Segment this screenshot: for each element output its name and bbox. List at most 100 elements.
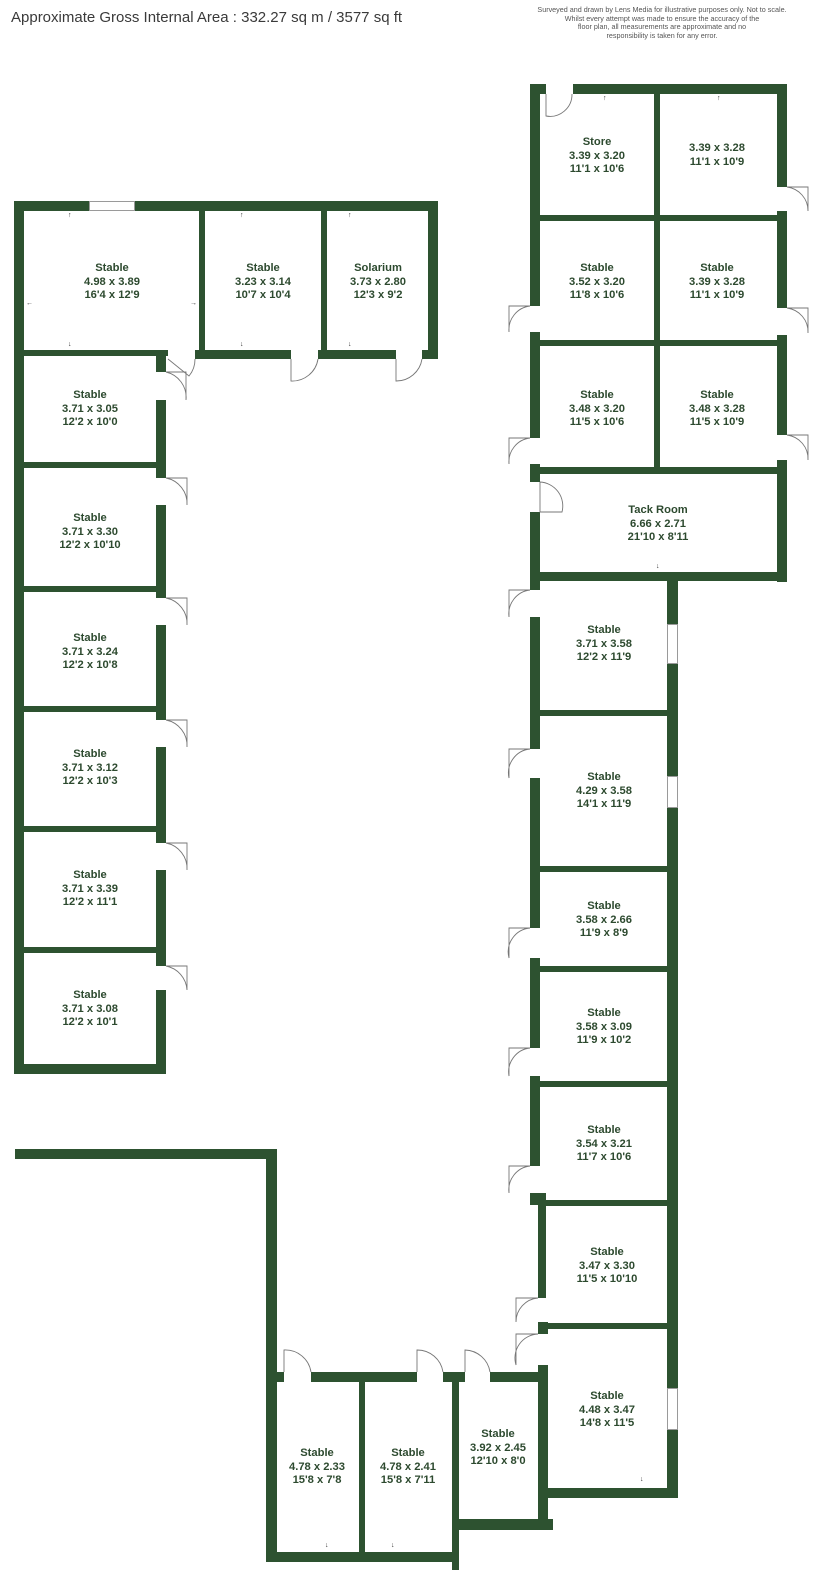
wall	[156, 990, 166, 1074]
wall	[318, 350, 396, 359]
wall	[530, 958, 540, 1048]
wall	[156, 625, 166, 720]
wall	[538, 1322, 548, 1334]
wall	[24, 947, 156, 953]
arrow-up-icon: ↑	[348, 212, 352, 219]
wall	[530, 617, 540, 749]
wall	[530, 778, 540, 928]
arrow-down-icon: ↓	[325, 1542, 329, 1549]
wall	[546, 1488, 678, 1498]
wall	[15, 1149, 277, 1159]
arrow-left-icon: ←	[26, 300, 33, 307]
wall	[359, 1382, 365, 1560]
wall	[156, 870, 166, 966]
window	[667, 624, 678, 664]
wall	[530, 512, 540, 590]
wall	[777, 211, 787, 308]
wall	[266, 1149, 277, 1560]
wall	[777, 460, 787, 582]
wall	[311, 1372, 417, 1382]
wall	[540, 966, 667, 972]
wall	[195, 350, 291, 359]
wall	[199, 211, 205, 359]
wall	[573, 84, 787, 94]
arrow-down-icon: ↓	[240, 341, 244, 348]
wall	[14, 201, 438, 211]
wall	[24, 826, 156, 832]
wall	[156, 350, 166, 372]
wall	[24, 350, 168, 356]
arrow-down-icon: ↓	[68, 341, 72, 348]
wall	[156, 747, 166, 843]
arrow-up-icon: ↑	[68, 212, 72, 219]
arrow-up-icon: ↑	[717, 95, 721, 102]
window	[667, 1388, 678, 1430]
wall	[452, 1382, 459, 1570]
wall	[654, 94, 660, 470]
wall	[540, 572, 787, 581]
wall	[777, 335, 787, 435]
wall	[422, 350, 438, 359]
wall	[540, 710, 667, 716]
arrow-down-icon: ↓	[640, 1476, 644, 1483]
disclaimer: Surveyed and drawn by Lens Media for ill…	[537, 5, 787, 40]
arrow-down-icon: ↓	[348, 341, 352, 348]
wall	[540, 340, 777, 346]
wall	[266, 1372, 284, 1382]
wall	[24, 706, 156, 712]
wall	[777, 84, 787, 187]
wall	[490, 1372, 546, 1382]
wall	[24, 462, 156, 468]
wall	[530, 1076, 540, 1166]
wall	[14, 1064, 166, 1074]
window	[89, 201, 135, 211]
wall	[540, 215, 777, 221]
wall	[538, 1365, 548, 1530]
wall	[667, 572, 678, 1498]
arrow-up-icon: ↑	[603, 95, 607, 102]
wall	[540, 1200, 667, 1206]
wall	[156, 505, 166, 598]
wall	[540, 866, 667, 872]
wall	[530, 84, 540, 306]
wall	[546, 1323, 667, 1329]
wall	[540, 1081, 667, 1087]
wall	[14, 201, 24, 1074]
wall	[266, 1552, 459, 1562]
arrow-down-icon: ↓	[391, 1542, 395, 1549]
wall	[530, 464, 540, 482]
wall	[540, 467, 777, 474]
wall	[530, 332, 540, 438]
wall	[428, 201, 438, 359]
wall	[156, 400, 166, 478]
gross-internal-area: Approximate Gross Internal Area : 332.27…	[11, 9, 403, 26]
arrow-right-icon: →	[190, 300, 197, 307]
